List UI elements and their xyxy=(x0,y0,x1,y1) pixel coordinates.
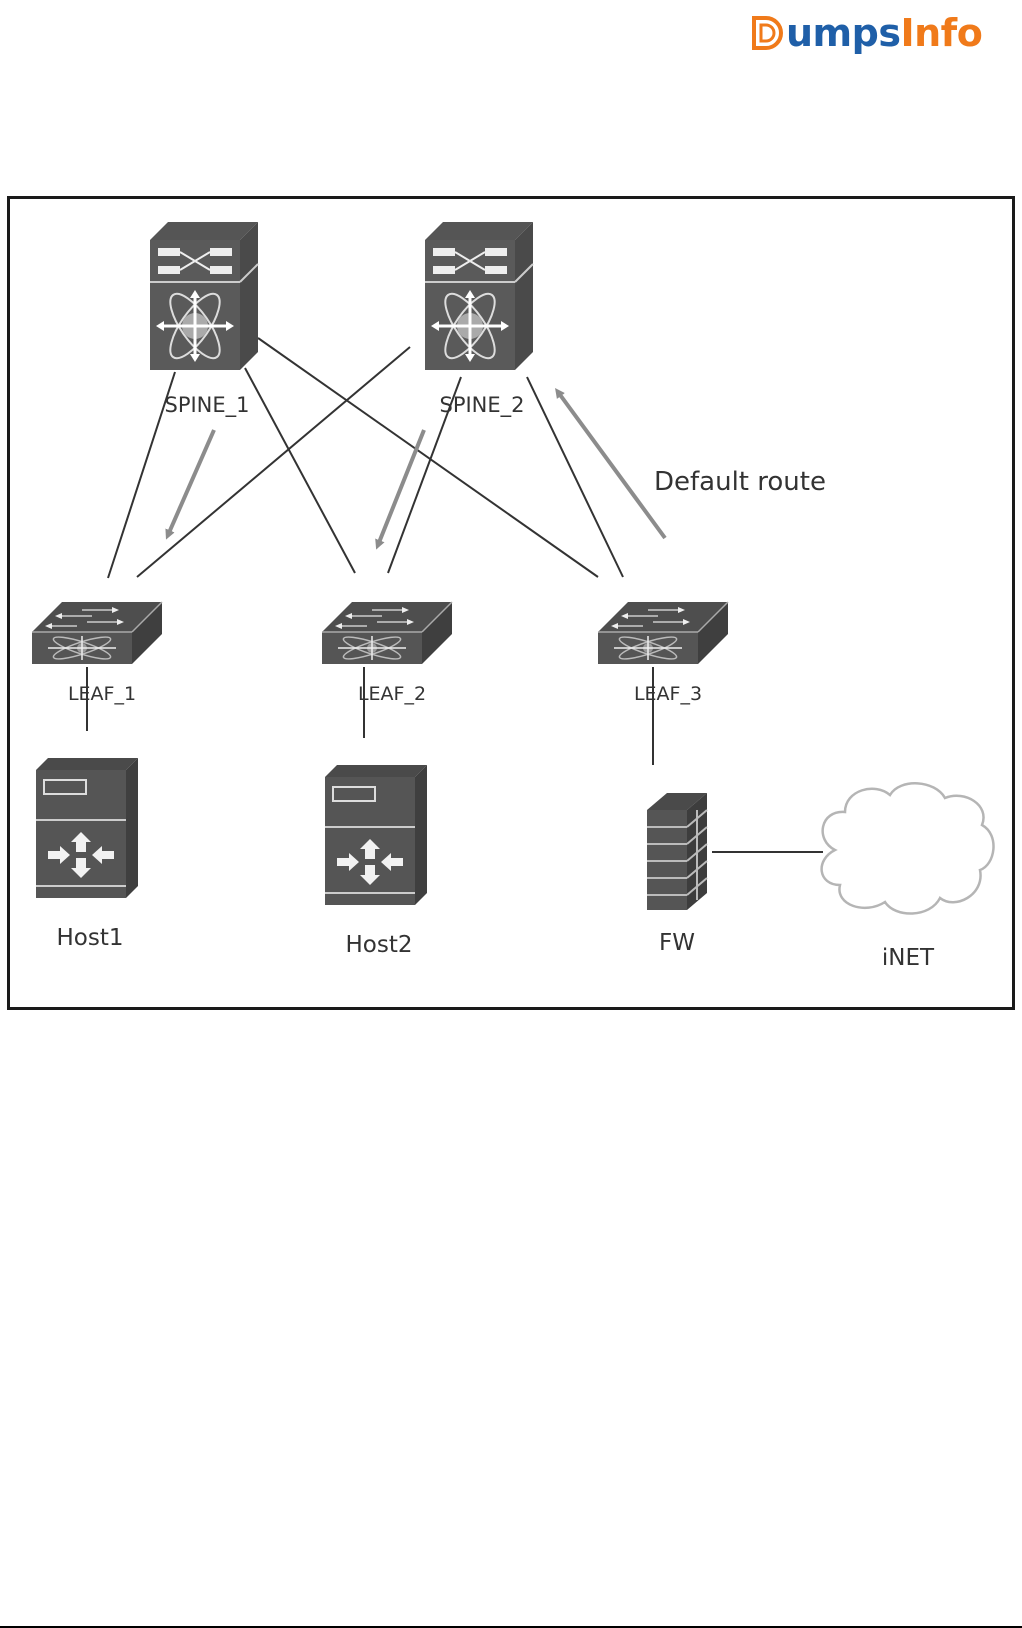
default-route-label: Default route xyxy=(654,467,826,497)
spine2-node[interactable]: SPINE_2 xyxy=(425,222,533,418)
link-spine1-leaf2 xyxy=(245,368,355,573)
leaf-switch-icon xyxy=(322,602,452,664)
link-spine2-leaf3 xyxy=(527,377,623,577)
spine1-label: SPINE_1 xyxy=(164,393,249,418)
leaf2-node[interactable]: LEAF_2 xyxy=(322,602,452,705)
route-arrow-spine1-leaf1 xyxy=(168,430,214,535)
leaf2-label: LEAF_2 xyxy=(358,683,426,705)
cloud-icon xyxy=(822,783,994,913)
nexus-spine-switch-icon xyxy=(150,222,258,370)
route-arrow-spine2-leaf2 xyxy=(378,430,424,545)
leaf3-node[interactable]: LEAF_3 xyxy=(598,602,728,705)
host2-label: Host2 xyxy=(345,932,412,958)
inet-label: iNET xyxy=(882,945,935,971)
host1-node[interactable]: Host1 xyxy=(36,758,138,951)
inet-node[interactable]: iNET xyxy=(822,783,994,971)
fw-label: FW xyxy=(659,930,695,956)
leaf-switch-icon xyxy=(598,602,728,664)
link-spine2-leaf1 xyxy=(137,347,410,577)
link-spine1-leaf3 xyxy=(258,338,598,577)
firewall-icon xyxy=(647,793,707,910)
default-route-arrow xyxy=(558,392,665,538)
fw-node[interactable]: FW xyxy=(647,793,707,956)
server-icon xyxy=(36,758,138,898)
spine1-node[interactable]: SPINE_1 xyxy=(150,222,258,418)
leaf1-node[interactable]: LEAF_1 xyxy=(32,602,162,705)
leaf1-label: LEAF_1 xyxy=(68,683,136,705)
server-icon xyxy=(325,765,427,905)
leaf3-label: LEAF_3 xyxy=(634,683,702,705)
nexus-spine-switch-icon xyxy=(425,222,533,370)
host1-label: Host1 xyxy=(56,925,123,951)
host2-node[interactable]: Host2 xyxy=(325,765,427,958)
leaf-switch-icon xyxy=(32,602,162,664)
spine2-label: SPINE_2 xyxy=(439,393,524,418)
